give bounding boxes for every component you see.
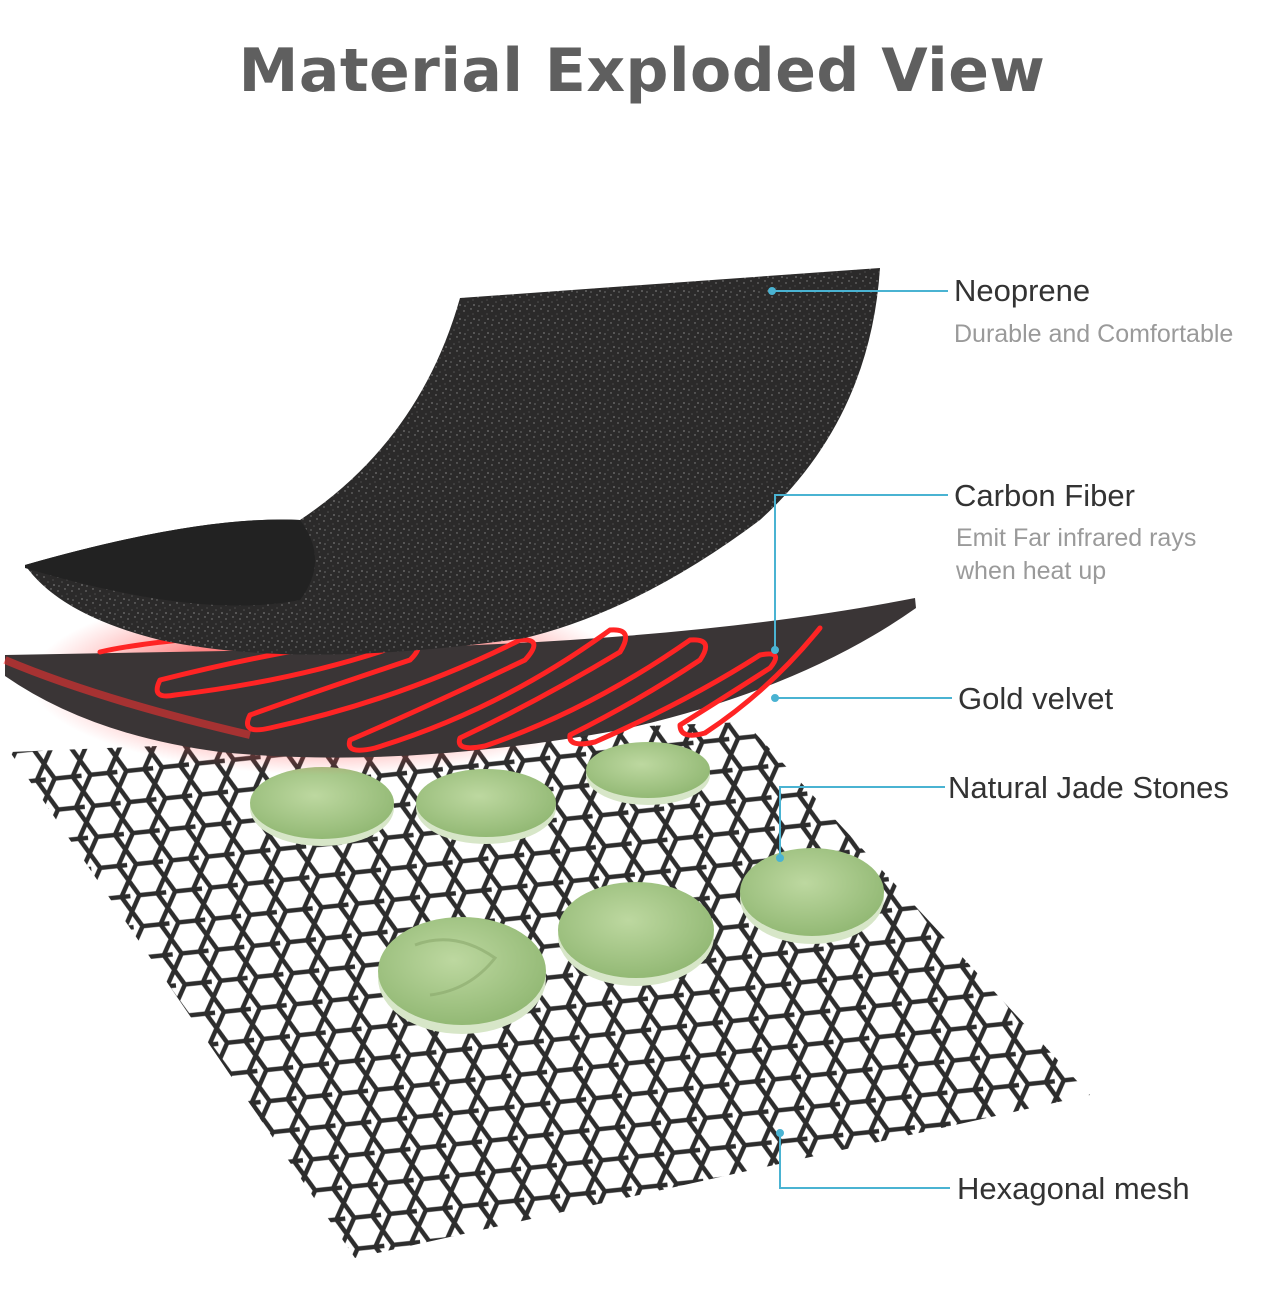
jade-stone: [586, 742, 710, 805]
label-gold-velvet: Gold velvet: [958, 681, 1114, 716]
carbon-fiber-wire: [97, 625, 823, 753]
leader-lines: [768, 287, 952, 1189]
leader-jade-stones: [779, 786, 945, 858]
jade-stone: [250, 767, 394, 846]
desc-carbon-fiber-line1: Emit Far infrared rays: [956, 524, 1197, 552]
label-carbon-fiber: Carbon Fiber: [954, 478, 1135, 513]
jade-stone: [416, 769, 556, 844]
label-neoprene: Neoprene: [954, 273, 1091, 308]
page-title: Material Exploded View: [238, 36, 1046, 106]
jade-stone: [558, 882, 714, 986]
jade-stone: [378, 917, 546, 1034]
label-jade-stones: Natural Jade Stones: [948, 770, 1229, 805]
label-hexagonal-mesh: Hexagonal mesh: [957, 1171, 1190, 1206]
jade-stone: [740, 848, 884, 944]
leader-hexagonal-mesh: [779, 1133, 950, 1189]
gold-velvet-layer: [5, 598, 916, 758]
jade-stones: [250, 742, 884, 1034]
leader-carbon-fiber: [774, 494, 948, 650]
desc-neoprene: Durable and Comfortable: [954, 320, 1234, 348]
desc-carbon-fiber-line2: when heat up: [956, 557, 1107, 585]
